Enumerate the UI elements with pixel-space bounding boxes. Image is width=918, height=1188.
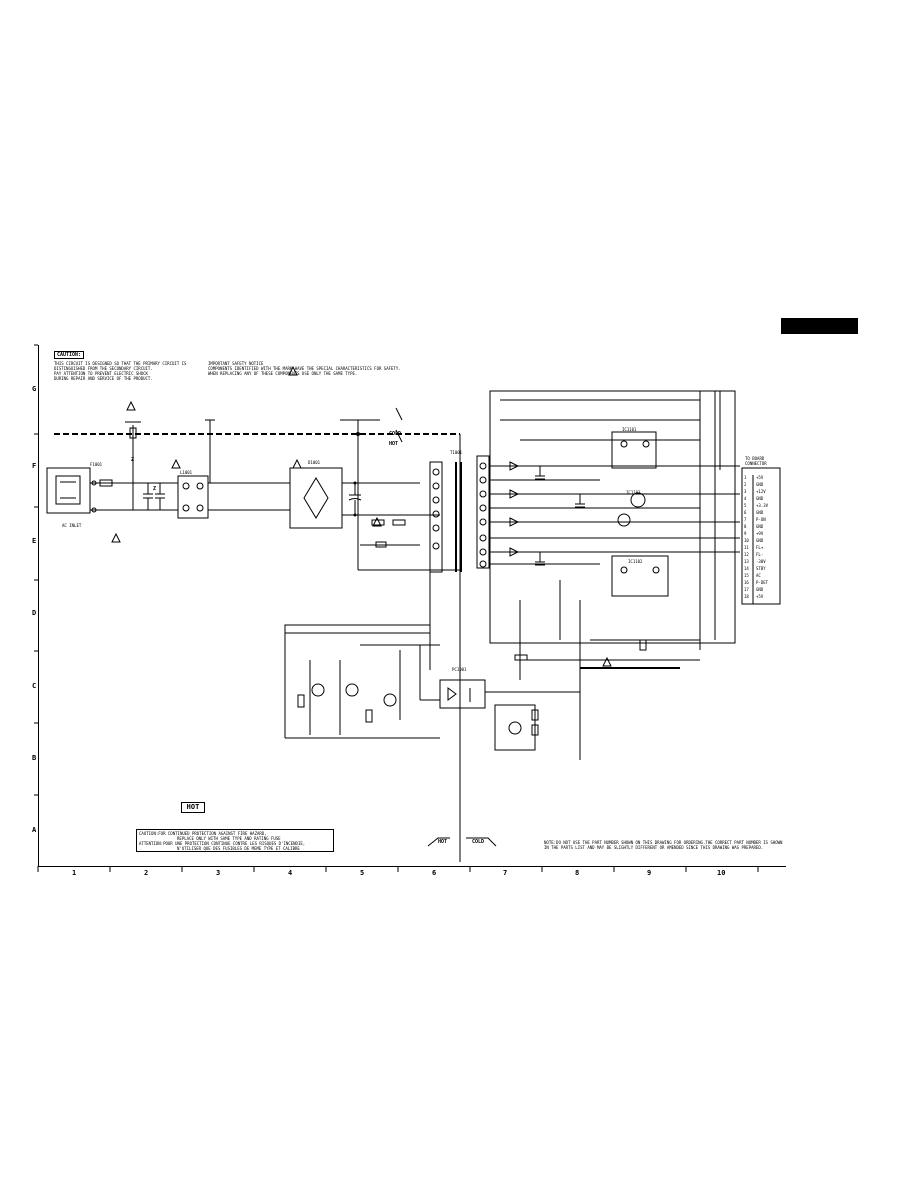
connector-pin-name: STBY — [756, 566, 766, 571]
col-label: 8 — [575, 869, 580, 877]
connector-pin-num: 2 — [744, 482, 747, 487]
hot-label-box: HOT — [181, 802, 205, 813]
connector-pin-name: GND — [756, 496, 764, 501]
col-label: 9 — [647, 869, 652, 877]
attention-line-2: N'UTILISER QUE DES FUSIBLES DE MEME TYPE… — [177, 846, 300, 851]
caution-line-1: CAUTION:FOR CONTINUED PROTECTION AGAINST… — [139, 831, 267, 836]
ic1102-label: IC1102 — [628, 559, 643, 564]
ic1103-label: IC1103 — [626, 490, 641, 495]
fuse-label: F1001 — [90, 462, 103, 467]
col-label: 3 — [216, 869, 221, 877]
connector-pin-num: 11 — [744, 545, 749, 550]
connector-pin-num: 15 — [744, 573, 749, 578]
row-label: A — [32, 826, 37, 834]
col-label: 10 — [717, 869, 726, 877]
connector-pin-name: P-DET — [756, 580, 769, 585]
row-label: E — [32, 537, 37, 545]
connector-pin-name: +5V — [756, 594, 764, 599]
connector-pin-num: 17 — [744, 587, 749, 592]
connector-pin-num: 6 — [744, 510, 747, 515]
connector-pin-num: 9 — [744, 531, 747, 536]
parts-note: NOTE:DO NOT USE THE PART NUMBER SHOWN ON… — [544, 840, 783, 850]
col-label: 2 — [144, 869, 149, 877]
connector-pin-name: +5V — [756, 475, 764, 480]
connector-pin-num: 3 — [744, 489, 747, 494]
connector-pin-name: FL- — [756, 552, 764, 557]
caution-heading: CAUTION: — [54, 351, 85, 359]
connector-pin-num: 7 — [744, 517, 747, 522]
connector-pin-name: +12V — [756, 489, 766, 494]
frame-left-border — [38, 345, 39, 866]
hot-top-label: HOT — [389, 441, 399, 447]
connector-pin-num: 1 — [744, 475, 747, 480]
connector-pin-name: FL+ — [756, 545, 764, 550]
photocoupler-label: PC1001 — [452, 667, 467, 672]
zener-label: Z — [153, 486, 157, 492]
cold-top-label: COLD — [389, 431, 402, 437]
connector-pin-name: AC — [756, 573, 761, 578]
connector-pin-name: +3.3V — [756, 503, 769, 508]
connector-pin-num: 18 — [744, 594, 749, 599]
col-label: 7 — [503, 869, 508, 877]
connector-pin-num: 13 — [744, 559, 749, 564]
connector-pin-name: GND — [756, 587, 764, 592]
row-label: C — [32, 682, 37, 690]
col-label: 1 — [72, 869, 77, 877]
col-label: 6 — [432, 869, 437, 877]
connector-title: TO BOARD CONNECTOR — [745, 456, 767, 466]
connector-pin-name: -30V — [756, 559, 766, 564]
col-label: 4 — [288, 869, 293, 877]
zener-label: Z — [131, 457, 135, 463]
connector-pin-name: GND — [756, 510, 764, 515]
connector-pin-num: 12 — [744, 552, 749, 557]
attention-line-1: ATTENTION:POUR UNE PROTECTION CONTINUE C… — [139, 841, 306, 846]
connector-pin-num: 10 — [744, 538, 749, 543]
connector-pin-name: GND — [756, 482, 764, 487]
caution-line-2: REPLACE ONLY WITH SAME TYPE AND RATING F… — [177, 836, 281, 841]
transformer-label: T1001 — [450, 450, 463, 455]
hot-arrow-label: HOT — [438, 839, 448, 845]
row-label: B — [32, 754, 37, 762]
row-label: G — [32, 385, 37, 393]
important-safety-text: IMPORTANT SAFETY NOTICE COMPONENTS IDENT… — [208, 361, 401, 376]
connector-pin-num: 4 — [744, 496, 747, 501]
fuse-caution-box: CAUTION:FOR CONTINUED PROTECTION AGAINST… — [136, 829, 334, 852]
line-filter-label: L1001 — [180, 470, 193, 475]
connector-pin-name: GND — [756, 524, 764, 529]
connector-pin-num: 16 — [744, 580, 749, 585]
row-label: F — [32, 462, 37, 470]
row-label: D — [32, 609, 37, 617]
connector-pin-name: +9V — [756, 531, 764, 536]
ic1101-label: IC1101 — [622, 427, 637, 432]
connector-pin-name: P-ON — [756, 517, 766, 522]
connector-pin-num: 8 — [744, 524, 747, 529]
bridge-label: D1001 — [308, 460, 321, 465]
section-tab — [781, 318, 858, 334]
connector-pin-name: GND — [756, 538, 764, 543]
connector-pin-num: 14 — [744, 566, 749, 571]
frame-bottom-border — [38, 866, 786, 867]
cold-arrow-label: COLD — [472, 839, 485, 845]
connector-pin-num: 5 — [744, 503, 747, 508]
col-label: 5 — [360, 869, 365, 877]
caution-text: THIS CIRCUIT IS DESIGNED SO THAT THE PRI… — [54, 361, 187, 381]
ac-inlet-label: AC INLET — [62, 523, 82, 528]
